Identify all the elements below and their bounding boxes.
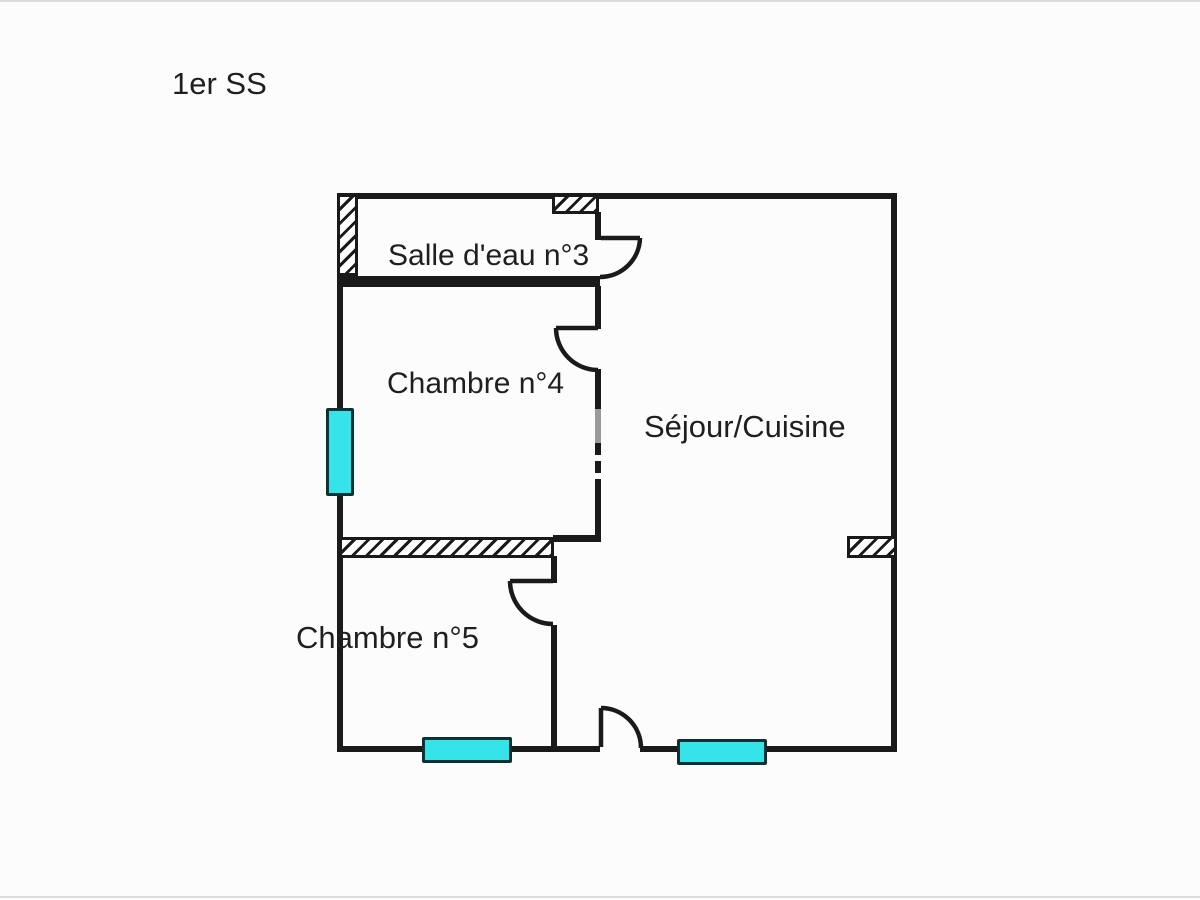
- hatched-wall-middle: [339, 537, 554, 558]
- wall-divider-sejour-a: [595, 212, 601, 240]
- door-chambre5: [507, 578, 554, 627]
- window-bottom-sejour: [677, 739, 767, 765]
- wall-divider-sejour-dashed: [595, 443, 601, 489]
- room-label-chambre5: Chambre n°5: [296, 620, 479, 655]
- door-chambre5-arc: [507, 580, 554, 627]
- top-edge-line: [0, 0, 1200, 2]
- hatched-wall-right: [847, 536, 897, 558]
- door-chambre4-arc: [553, 327, 599, 373]
- door-salle-deau: [599, 235, 643, 280]
- door-entrance-arc: [600, 705, 644, 749]
- door-salle-deau-arc: [599, 237, 643, 280]
- wall-right: [891, 193, 897, 752]
- wall-top: [337, 193, 897, 199]
- hatched-wall-left: [337, 194, 358, 276]
- hatched-wall-top: [552, 194, 599, 214]
- door-entrance: [598, 705, 644, 749]
- window-bottom-chambre5: [422, 737, 512, 763]
- wall-salle-deau-bottom: [337, 276, 600, 287]
- room-label-salle-deau: Salle d'eau n°3: [388, 239, 590, 272]
- wall-divider-sejour-b: [595, 286, 601, 329]
- door-chambre4: [553, 325, 599, 373]
- wall-stub-chambre4-corner: [553, 535, 601, 542]
- window-left-chambre4: [326, 408, 354, 496]
- wall-divider-sejour-faded: [595, 409, 601, 443]
- wall-divider-sejour-c: [595, 369, 601, 409]
- wall-bottom-right-segment: [640, 746, 897, 752]
- wall-divider-chambre5-a: [551, 556, 557, 583]
- room-label-sejour-cuisine: Séjour/Cuisine: [644, 409, 846, 444]
- wall-divider-chambre5-b: [551, 625, 557, 752]
- wall-divider-sejour-d: [595, 489, 601, 542]
- floor-title: 1er SS: [172, 66, 267, 101]
- room-label-chambre4: Chambre n°4: [387, 367, 565, 400]
- bottom-edge-line: [0, 896, 1200, 898]
